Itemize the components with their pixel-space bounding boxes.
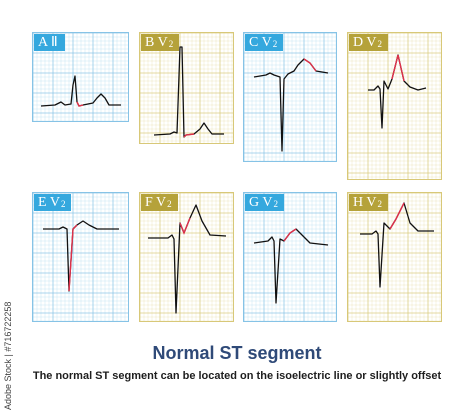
ecg-panel-g: G V2 [243, 192, 337, 322]
st-segment-highlight [68, 224, 78, 292]
st-segment-highlight [76, 101, 84, 107]
panel-lead-b: V [157, 35, 168, 50]
panel-label-d: D V2 [349, 34, 388, 51]
panel-lead-sub-b: 2 [168, 39, 174, 49]
ecg-trace [153, 46, 224, 138]
panel-lead-sub-d: 2 [377, 39, 383, 49]
ecg-panel-f: F V2 [139, 192, 234, 322]
st-segment-highlight [389, 202, 405, 230]
st-segment-highlight [303, 58, 317, 72]
panel-letter-g: G [249, 195, 260, 210]
panel-letter-f: F [145, 195, 153, 210]
ecg-panel-h: H V2 [347, 192, 442, 322]
ecg-trace [253, 228, 329, 304]
panel-lead-e: V [49, 195, 60, 210]
panel-lead-sub-f: 2 [167, 199, 172, 209]
ecg-grid-d [348, 33, 441, 179]
ecg-grid-c [244, 33, 336, 161]
panel-letter-c: C [249, 35, 259, 50]
panel-label-h: H V2 [349, 194, 388, 211]
ecg-panel-c: C V2 [243, 32, 337, 162]
panel-label-g: G V2 [245, 194, 284, 211]
panel-lead-d: V [366, 35, 377, 50]
ecg-grid-f [140, 193, 233, 321]
panel-lead-h: V [366, 195, 377, 210]
ecg-panel-b: B V2 [139, 32, 234, 144]
panel-lead-c: V [261, 35, 272, 50]
stock-watermark: Adobe Stock | #716722258 [3, 301, 13, 410]
panel-lead-a: Ⅱ [50, 35, 58, 50]
panel-letter-a: A [38, 35, 48, 50]
panel-lead-f: V [156, 195, 167, 210]
ecg-panel-e: E V2 [32, 192, 129, 322]
panel-lead-sub-h: 2 [377, 199, 383, 209]
panel-letter-b: B [145, 35, 155, 50]
panel-letter-d: D [353, 35, 364, 50]
panel-letter-e: E [38, 195, 47, 210]
figure-subtitle: The normal ST segment can be located on … [32, 370, 442, 382]
st-segment-highlight [183, 133, 195, 138]
panel-lead-sub-c: 2 [272, 39, 278, 49]
panel-label-f: F V2 [141, 194, 178, 211]
ecg-grid-g [244, 193, 336, 321]
ecg-panel-a: A Ⅱ [32, 32, 129, 122]
panel-lead-sub-e: 2 [60, 199, 66, 209]
ecg-grid-h [348, 193, 441, 321]
panel-letter-h: H [353, 195, 364, 210]
st-segment-highlight [179, 217, 191, 235]
panel-lead-sub-g: 2 [273, 199, 279, 209]
ecg-panel-d: D V2 [347, 32, 442, 180]
panel-lead-g: V [262, 195, 273, 210]
ecg-trace [368, 54, 427, 129]
st-segment-highlight [283, 228, 297, 242]
panel-label-e: E V2 [34, 194, 72, 211]
panel-label-b: B V2 [141, 34, 180, 51]
figure-title: Normal ST segment [152, 343, 322, 363]
ecg-trace [360, 202, 434, 288]
panel-label-c: C V2 [245, 34, 284, 51]
ecg-grid-e [33, 193, 128, 321]
st-segment-highlight [391, 54, 405, 82]
panel-label-a: A Ⅱ [34, 34, 65, 51]
